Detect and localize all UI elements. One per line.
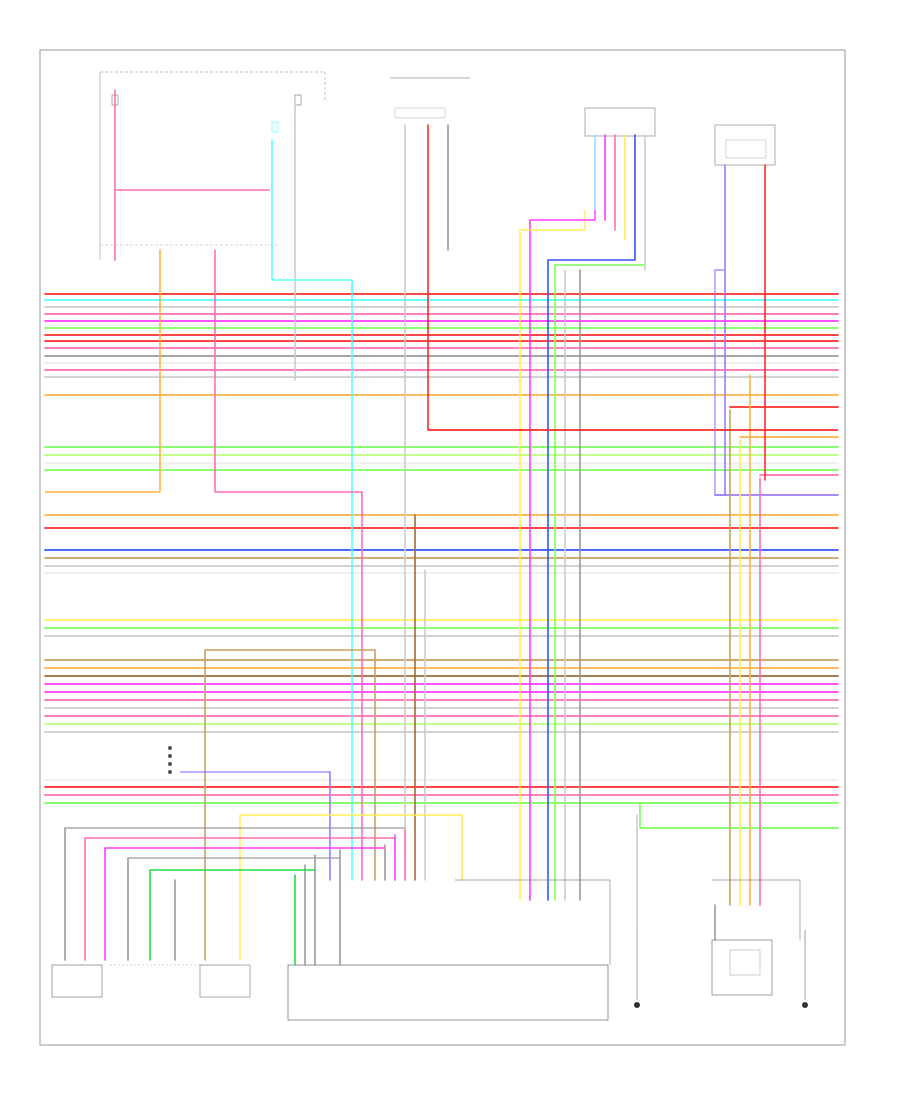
module-bottom-right-inner bbox=[729, 949, 761, 976]
connector-bottom-left bbox=[51, 964, 103, 998]
harness-bus bbox=[44, 293, 839, 829]
path-cyan-link bbox=[272, 279, 353, 290]
module-top-right-2 bbox=[714, 124, 776, 166]
module-top-right-2-inner bbox=[725, 139, 767, 159]
module-bottom-right bbox=[711, 939, 773, 996]
connector-top-center bbox=[394, 107, 446, 119]
ground-right-icon bbox=[802, 930, 808, 1008]
splice-dots bbox=[168, 746, 172, 774]
control-module-center bbox=[287, 964, 609, 1021]
vertical-wires bbox=[45, 89, 838, 966]
switch-bottom-left bbox=[199, 964, 251, 998]
diagram-frame bbox=[39, 49, 846, 1046]
ground-center-icon bbox=[634, 930, 640, 1008]
path-mag-top bbox=[530, 210, 596, 221]
path-violet-loop bbox=[714, 269, 725, 496]
fuse-top-left bbox=[111, 94, 302, 133]
module-top-right-1 bbox=[584, 107, 656, 137]
fuse-box-boundary bbox=[100, 71, 326, 100]
path-yellow-top bbox=[520, 210, 586, 231]
